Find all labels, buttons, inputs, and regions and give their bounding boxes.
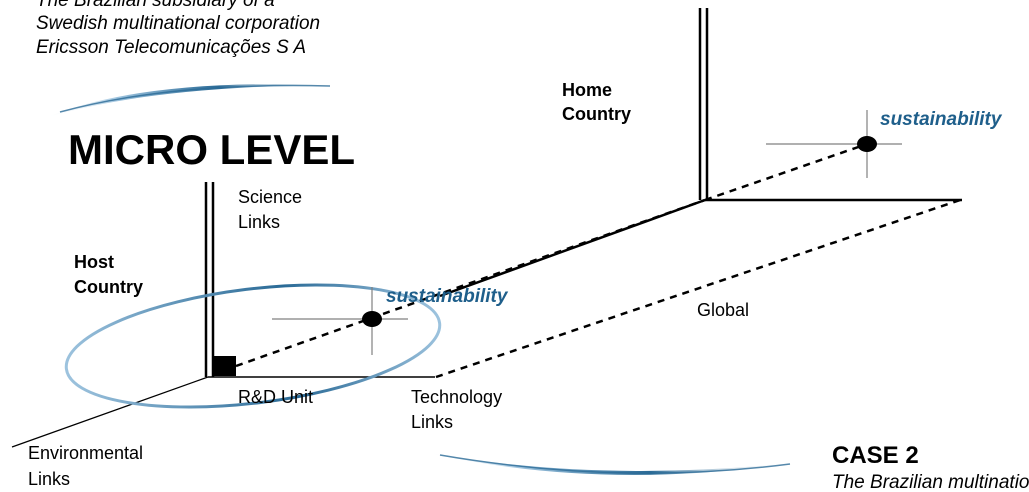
micro-level-title: MICRO LEVEL bbox=[68, 126, 355, 173]
science-links-label-2: Links bbox=[238, 212, 280, 232]
case-caption: The Brazilian multinational bbox=[832, 472, 1029, 492]
environmental-links-label-2: Links bbox=[28, 469, 70, 489]
dashed-link-rd-to-home bbox=[235, 198, 706, 368]
science-links-label-1: Science bbox=[238, 187, 302, 207]
host-ellipse-ring bbox=[64, 283, 442, 409]
top-swoosh-stroke bbox=[59, 84, 331, 113]
host-sustainability-label: sustainability bbox=[386, 286, 509, 307]
top-swoosh-decoration bbox=[45, 83, 335, 118]
global-label: Global bbox=[697, 300, 749, 320]
dashed-global-line bbox=[435, 198, 961, 379]
bottom-swoosh-decoration bbox=[425, 452, 800, 475]
rd-unit-label: R&D Unit bbox=[238, 387, 313, 407]
home-country-label-1: Home bbox=[562, 80, 612, 100]
rd-unit-square bbox=[212, 356, 236, 376]
subtitle-line-1: The Brazilian subsidiary of a bbox=[36, 0, 275, 11]
environmental-axis bbox=[11, 376, 209, 448]
subtitle-line-3: Ericsson Telecomunicações S A bbox=[36, 37, 306, 58]
home-country-label-2: Country bbox=[562, 104, 631, 124]
home-sustainability-label: sustainability bbox=[880, 109, 1003, 130]
host-country-label-1: Host bbox=[74, 252, 114, 272]
dashed-link-home-origin-to-point bbox=[704, 142, 868, 202]
environmental-links-label-1: Environmental bbox=[28, 443, 143, 463]
subtitle-line-2: Swedish multinational corporation bbox=[36, 13, 320, 34]
technology-links-label-2: Links bbox=[411, 412, 453, 432]
case-title: CASE 2 bbox=[832, 442, 919, 469]
host-country-label-2: Country bbox=[74, 277, 143, 297]
bottom-swoosh-stroke bbox=[439, 454, 791, 474]
solid-link-host-home bbox=[439, 198, 706, 298]
technology-links-label-1: Technology bbox=[411, 387, 502, 407]
